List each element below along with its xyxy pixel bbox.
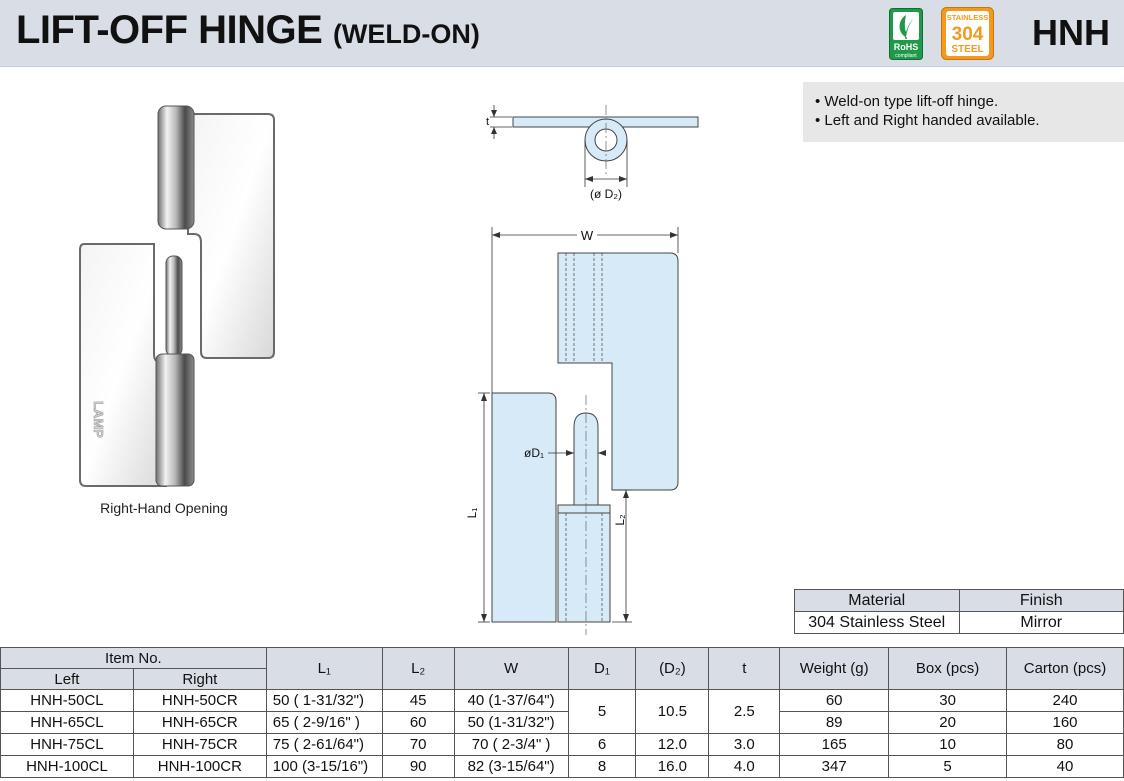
cell-right: HNH-65CR — [132, 711, 267, 734]
hinge-pin — [165, 255, 183, 357]
photo-caption: Right-Hand Opening — [100, 500, 228, 516]
upper-barrel — [157, 105, 195, 230]
cell-l2: 90 — [381, 755, 455, 778]
dim-t: t — [486, 116, 489, 128]
dim-l1: L₁ — [465, 508, 479, 519]
rohs-compliant-label: compliant — [895, 53, 917, 59]
table-row: HNH-65CL HNH-65CR 65 ( 2-9/16" ) 60 50 (… — [0, 711, 1124, 734]
dim-l2: L₂ — [613, 514, 627, 526]
page-title: LIFT-OFF HINGE (WELD-ON) — [16, 8, 480, 53]
cell-l1: 75 ( 2-61/64") — [265, 733, 383, 756]
cell-right: HNH-50CR — [132, 689, 267, 712]
material-header: Material — [794, 589, 960, 612]
cell-left: HNH-50CL — [0, 689, 134, 712]
cell-t: 4.0 — [708, 755, 781, 778]
title-main: LIFT-OFF HINGE — [16, 8, 323, 52]
steel-badge-top: STAINLESS — [947, 13, 989, 22]
cell-l2: 60 — [381, 711, 455, 734]
cell-d1: 5 — [567, 689, 637, 734]
cell-d1: 6 — [567, 733, 637, 756]
cell-w: 50 (1-31/32") — [453, 711, 569, 734]
upper-leaf — [187, 113, 275, 359]
header-left: Left — [0, 668, 134, 690]
cell-carton: 240 — [1006, 689, 1124, 712]
stainless-steel-badge-icon: STAINLESS 304 STEEL — [941, 7, 994, 60]
table-row: HNH-75CL HNH-75CR 75 ( 2-61/64") 70 70 (… — [0, 733, 1124, 756]
hinge-photo: LAMP — [79, 105, 275, 487]
dim-d2: (ø D₂) — [590, 187, 622, 201]
cell-d1: 8 — [567, 755, 637, 778]
header-l2: L₂ — [381, 647, 455, 690]
cell-w: 40 (1-37/64") — [453, 689, 569, 712]
header-box: Box (pcs) — [888, 647, 1008, 690]
cell-carton: 40 — [1006, 755, 1124, 778]
header-weight: Weight (g) — [779, 647, 890, 690]
spec-table: Item No. L₁ L₂ W D₁ (D₂) t Weight (g) Bo… — [0, 647, 1124, 778]
lower-leaf — [79, 243, 167, 487]
cell-d2: 16.0 — [635, 755, 710, 778]
model-code: HNH — [1032, 12, 1110, 53]
header-w: W — [453, 647, 569, 690]
note-item: • Weld-on type lift-off hinge. — [815, 93, 999, 110]
rohs-badge-icon: RoHS compliant — [889, 8, 923, 60]
cell-t: 3.0 — [708, 733, 781, 756]
cell-d2: 10.5 — [635, 689, 710, 734]
cell-carton: 80 — [1006, 733, 1124, 756]
cell-l1: 100 (3-15/16") — [265, 755, 383, 778]
header-t: t — [708, 647, 781, 690]
cell-left: HNH-75CL — [0, 733, 134, 756]
cell-w: 82 (3-15/64") — [453, 755, 569, 778]
page-header: LIFT-OFF HINGE (WELD-ON) RoHS compliant … — [0, 0, 1124, 67]
cell-box: 30 — [888, 689, 1008, 712]
table-row: HNH-100CL HNH-100CR 100 (3-15/16") 90 82… — [0, 755, 1124, 778]
rohs-label: RoHS — [894, 42, 919, 52]
cell-left: HNH-100CL — [0, 755, 134, 778]
cell-right: HNH-75CR — [132, 733, 267, 756]
header-l1: L₁ — [265, 647, 383, 690]
cell-box: 5 — [888, 755, 1008, 778]
cell-l1: 65 ( 2-9/16" ) — [265, 711, 383, 734]
material-table: Material Finish 304 Stainless Steel Mirr… — [794, 589, 1124, 634]
header-right: Right — [132, 668, 267, 690]
cell-weight: 347 — [779, 755, 890, 778]
cell-weight: 89 — [779, 711, 890, 734]
header-d1: D₁ — [567, 647, 637, 690]
note-item: • Left and Right handed available. — [815, 112, 1040, 129]
dim-d1: øD₁ — [524, 446, 544, 460]
steel-badge-bottom: STEEL — [951, 44, 983, 55]
feature-notes: • Weld-on type lift-off hinge. • Left an… — [803, 82, 1124, 142]
header-d2: (D₂) — [635, 647, 710, 690]
cell-box: 10 — [888, 733, 1008, 756]
cell-t: 2.5 — [708, 689, 781, 734]
dim-w: W — [581, 228, 594, 243]
cell-box: 20 — [888, 711, 1008, 734]
finish-value: Mirror — [958, 611, 1124, 634]
title-sub: (WELD-ON) — [332, 19, 480, 49]
lower-barrel — [155, 353, 195, 487]
cell-weight: 60 — [779, 689, 890, 712]
finish-header: Finish — [958, 589, 1124, 612]
cell-l2: 70 — [381, 733, 455, 756]
front-upper-leaf — [557, 252, 679, 491]
front-lower-leaf — [491, 392, 557, 623]
header-carton: Carton (pcs) — [1006, 647, 1124, 690]
cell-left: HNH-65CL — [0, 711, 134, 734]
cell-right: HNH-100CR — [132, 755, 267, 778]
cell-d2: 12.0 — [635, 733, 710, 756]
cell-l1: 50 ( 1-31/32") — [265, 689, 383, 712]
technical-drawing: W (ø D₂) t øD₁ L₁ L₂ — [465, 105, 699, 635]
material-value: 304 Stainless Steel — [794, 611, 960, 634]
steel-badge-grade: 304 — [952, 24, 984, 45]
brand-mark: LAMP — [91, 401, 106, 438]
cell-carton: 160 — [1006, 711, 1124, 734]
cell-weight: 165 — [779, 733, 890, 756]
table-row: HNH-50CL HNH-50CR 50 ( 1-31/32") 45 40 (… — [0, 689, 1124, 734]
header-item-no: Item No. — [0, 647, 267, 669]
front-lower-barrel — [557, 504, 611, 623]
cell-l2: 45 — [381, 689, 455, 712]
cell-w: 70 ( 2-3/4" ) — [453, 733, 569, 756]
